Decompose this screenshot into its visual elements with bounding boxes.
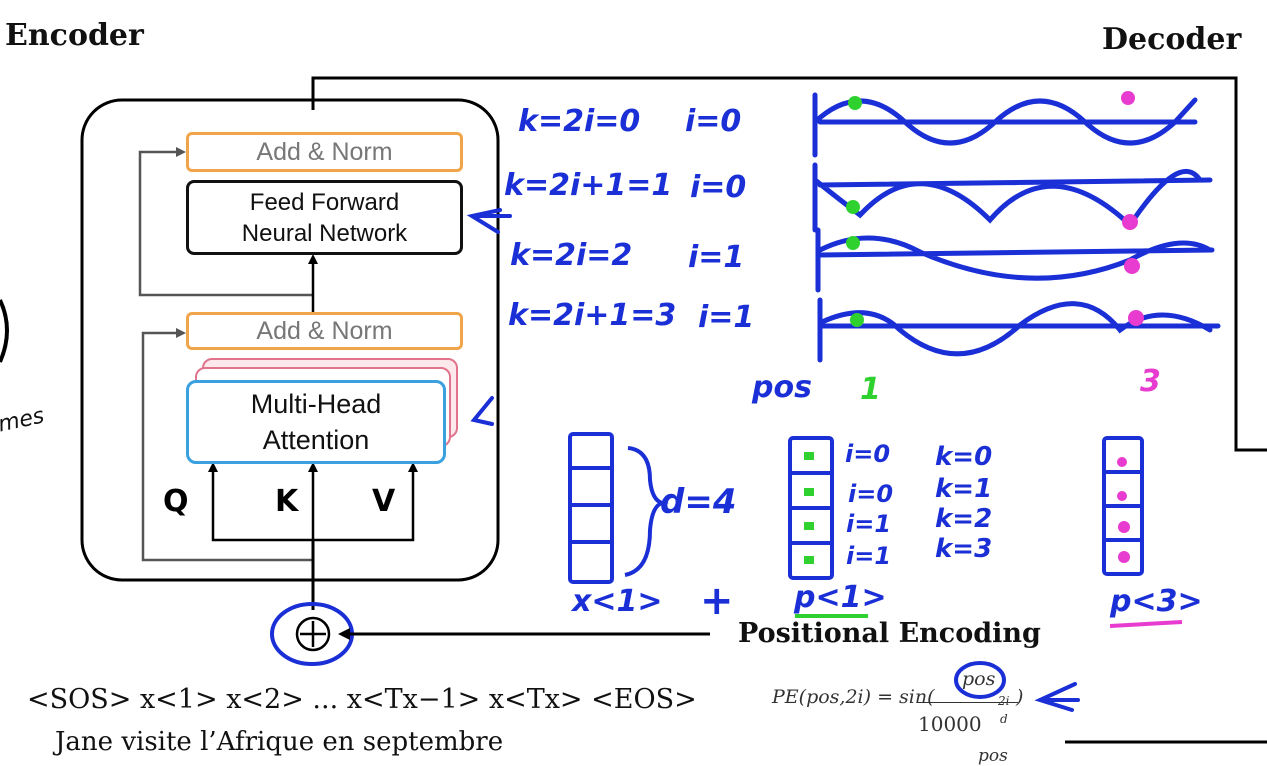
v-label: V bbox=[372, 484, 396, 519]
i-list-2: i=1 bbox=[846, 510, 892, 538]
k-label: K bbox=[275, 484, 299, 519]
wave-dots bbox=[846, 91, 1144, 327]
pe-exponent-num: 2i bbox=[998, 694, 1010, 708]
row4-k: k=2i+1=3 bbox=[508, 298, 677, 333]
row3-i: i=1 bbox=[688, 240, 745, 275]
pe-close-paren: ) bbox=[1016, 686, 1024, 708]
pe-denominator: 10000 bbox=[918, 712, 982, 736]
multi-head-attention-box: Multi-Head Attention bbox=[186, 380, 446, 464]
vector-p1 bbox=[788, 436, 834, 580]
positional-encoding-title: Positional Encoding bbox=[738, 618, 1041, 649]
encoder-outline bbox=[80, 98, 500, 582]
left-arc-fragment bbox=[0, 299, 9, 363]
i-list-3: i=1 bbox=[846, 542, 892, 570]
decoder-frame bbox=[311, 76, 1267, 452]
pe-formula-lhs: PE(pos,2i) = sin( bbox=[772, 686, 935, 708]
pe-numerator: pos bbox=[962, 668, 996, 690]
row1-k: k=2i=0 bbox=[518, 104, 641, 139]
pos-label: pos bbox=[752, 370, 812, 405]
plus-sign: + bbox=[700, 578, 734, 624]
row2-i: i=0 bbox=[690, 170, 747, 205]
pe-fraction-bar bbox=[918, 702, 1018, 703]
residual-top bbox=[138, 150, 313, 297]
decoder-title: Decoder bbox=[1102, 22, 1242, 57]
encoder-title: Encoder bbox=[5, 18, 144, 53]
k-list-0: k=0 bbox=[935, 442, 993, 472]
row2-k: k=2i+1=1 bbox=[504, 168, 673, 203]
x1-label: x<1> bbox=[572, 584, 663, 619]
vector-p3 bbox=[1102, 436, 1144, 576]
pos-3: 3 bbox=[1140, 364, 1161, 399]
row4-i: i=1 bbox=[698, 300, 755, 335]
row3-k: k=2i=2 bbox=[510, 238, 633, 273]
i-list-1: i=0 bbox=[848, 480, 894, 508]
vector-x1 bbox=[568, 432, 669, 584]
k-list-2: k=2 bbox=[935, 504, 993, 534]
pos-1: 1 bbox=[860, 372, 881, 407]
pe-next-fragment: pos bbox=[978, 746, 1008, 766]
d-label: d=4 bbox=[660, 482, 737, 522]
add-norm-bottom: Add & Norm bbox=[186, 312, 463, 350]
k-list-3: k=3 bbox=[935, 534, 993, 564]
k-list-1: k=1 bbox=[935, 474, 993, 504]
p3-label: p<3> bbox=[1110, 584, 1203, 619]
add-norm-top: Add & Norm bbox=[186, 132, 463, 172]
q-label: Q bbox=[163, 484, 189, 519]
i-list-0: i=0 bbox=[845, 440, 891, 468]
input-token-sequence: <SOS> x<1> x<2> ... x<Tx−1> x<Tx> <EOS> bbox=[27, 684, 697, 715]
row1-i: i=0 bbox=[685, 104, 742, 139]
residual-bottom bbox=[141, 331, 313, 562]
feed-forward-box: Feed Forward Neural Network bbox=[186, 180, 463, 255]
sine-waves bbox=[812, 92, 1221, 363]
pe-exponent-den: d bbox=[1000, 712, 1008, 726]
input-sentence: Jane visite l’Afrique en septembre bbox=[55, 727, 504, 757]
p1-label: p<1> bbox=[794, 580, 887, 615]
